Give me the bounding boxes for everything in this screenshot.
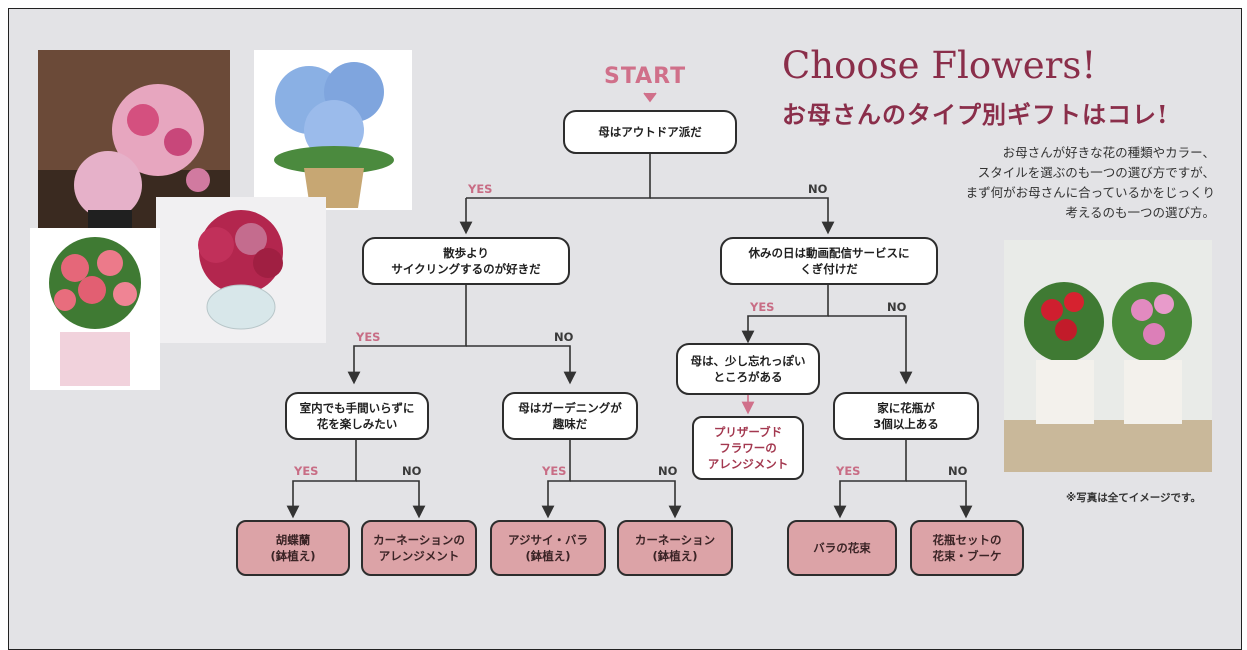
question-streaming: 休みの日は動画配信サービスに くぎ付けだ	[720, 237, 938, 285]
result-preserved-flower: プリザーブド フラワーの アレンジメント	[692, 416, 804, 480]
no-label-q5: NO	[658, 464, 678, 478]
result-carnation-pot: カーネーション (鉢植え)	[617, 520, 733, 576]
carnation-pots-photo	[1004, 240, 1212, 472]
yes-label-q1: YES	[468, 182, 493, 196]
no-label-q3: NO	[887, 300, 907, 314]
result-rose-bouquet: バラの花束	[787, 520, 897, 576]
yes-label-q4: YES	[294, 464, 319, 478]
image-note: ※写真は全てイメージです。	[1066, 492, 1201, 504]
description: お母さんが好きな花の種類やカラー、 スタイルを選ぶのも一つの選び方ですが、 まず…	[966, 143, 1215, 223]
question-gardening: 母はガーデニングが 趣味だ	[502, 392, 638, 440]
begonia-photo	[30, 228, 160, 390]
yes-label-q2: YES	[356, 330, 381, 344]
no-label-q2: NO	[554, 330, 574, 344]
yes-label-q3: YES	[750, 300, 775, 314]
blue-hydrangea-photo	[254, 50, 412, 210]
yes-label-q5: YES	[542, 464, 567, 478]
question-forgetful: 母は、少し忘れっぽい ところがある	[676, 343, 820, 395]
question-outdoor: 母はアウトドア派だ	[563, 110, 737, 154]
description-line: スタイルを選ぶのも一つの選び方ですが、	[977, 165, 1215, 180]
result-hydrangea-rose-pot: アジサイ・バラ (鉢植え)	[490, 520, 606, 576]
result-carnation-arrangement: カーネーションの アレンジメント	[361, 520, 477, 576]
question-low-maintenance: 室内でも手間いらずに 花を楽しみたい	[285, 392, 429, 440]
result-moth-orchid: 胡蝶蘭 (鉢植え)	[236, 520, 350, 576]
title-english: Choose Flowers!	[782, 44, 1097, 87]
title-japanese: お母さんのタイプ別ギフトはコレ!	[782, 100, 1169, 129]
description-line: お母さんが好きな花の種類やカラー、	[1002, 145, 1215, 160]
question-cycling: 散歩より サイクリングするのが好きだ	[362, 237, 570, 285]
no-label-q4: NO	[402, 464, 422, 478]
yes-label-q7: YES	[836, 464, 861, 478]
result-vase-bouquet-set: 花瓶セットの 花束・ブーケ	[910, 520, 1024, 576]
question-vases: 家に花瓶が 3個以上ある	[833, 392, 979, 440]
description-line: 考えるのも一つの選び方。	[1065, 205, 1215, 220]
description-line: まず何がお母さんに合っているかをじっくり	[965, 185, 1215, 200]
start-label: START	[604, 64, 687, 89]
no-label-q1: NO	[808, 182, 828, 196]
carnation-bowl-photo	[156, 197, 326, 343]
no-label-q7: NO	[948, 464, 968, 478]
